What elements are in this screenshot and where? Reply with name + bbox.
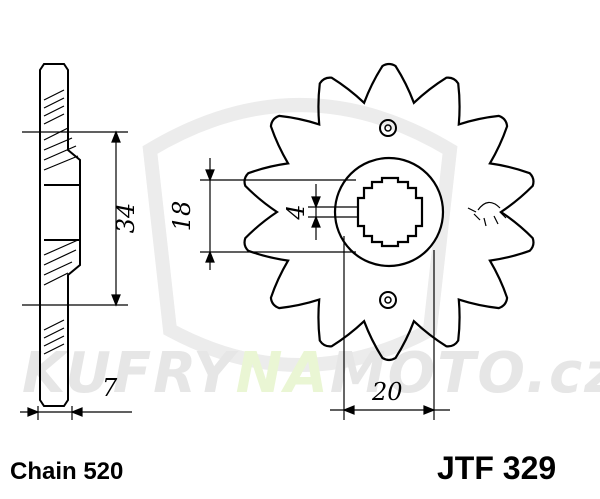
watermark-suffix: .cz [526, 341, 600, 406]
side-profile-view [39, 63, 81, 407]
dimension-34-label: 34 [112, 203, 140, 234]
dimension-20-label: 20 [371, 378, 403, 406]
dimension-18-label: 18 [168, 201, 196, 232]
side-profile-hatching [43, 89, 79, 355]
dimension-4 [308, 184, 358, 240]
dimension-7 [20, 406, 132, 420]
watermark-text: KUFRYNAMOTO.cz [22, 341, 600, 406]
bolt-hole-bottom-inner [384, 296, 392, 304]
side-profile-outline [39, 63, 81, 407]
splined-bore [356, 176, 424, 248]
rotation-symbol-icon [467, 201, 507, 227]
dimension-34 [22, 130, 128, 307]
part-number: JTF 329 [437, 450, 557, 486]
dimension-18 [200, 158, 356, 270]
dimension-7-label: 7 [102, 374, 118, 402]
dimension-20 [330, 236, 450, 420]
watermark-part1: KUFRY [22, 341, 239, 406]
dimension-4-label: 4 [282, 204, 310, 220]
chain-label: Chain 520 [10, 458, 124, 485]
watermark-shield [142, 98, 458, 372]
bolt-hole-top-inner [384, 124, 392, 132]
watermark-part3: MOTO [330, 341, 526, 406]
sprocket-front-view [243, 62, 535, 362]
sprocket-outline [243, 62, 535, 362]
bolt-hole-top [379, 119, 397, 137]
watermark-part2: NA [236, 341, 330, 406]
watermark: KUFRYNAMOTO.cz [22, 98, 600, 406]
bolt-hole-bottom [379, 291, 397, 309]
